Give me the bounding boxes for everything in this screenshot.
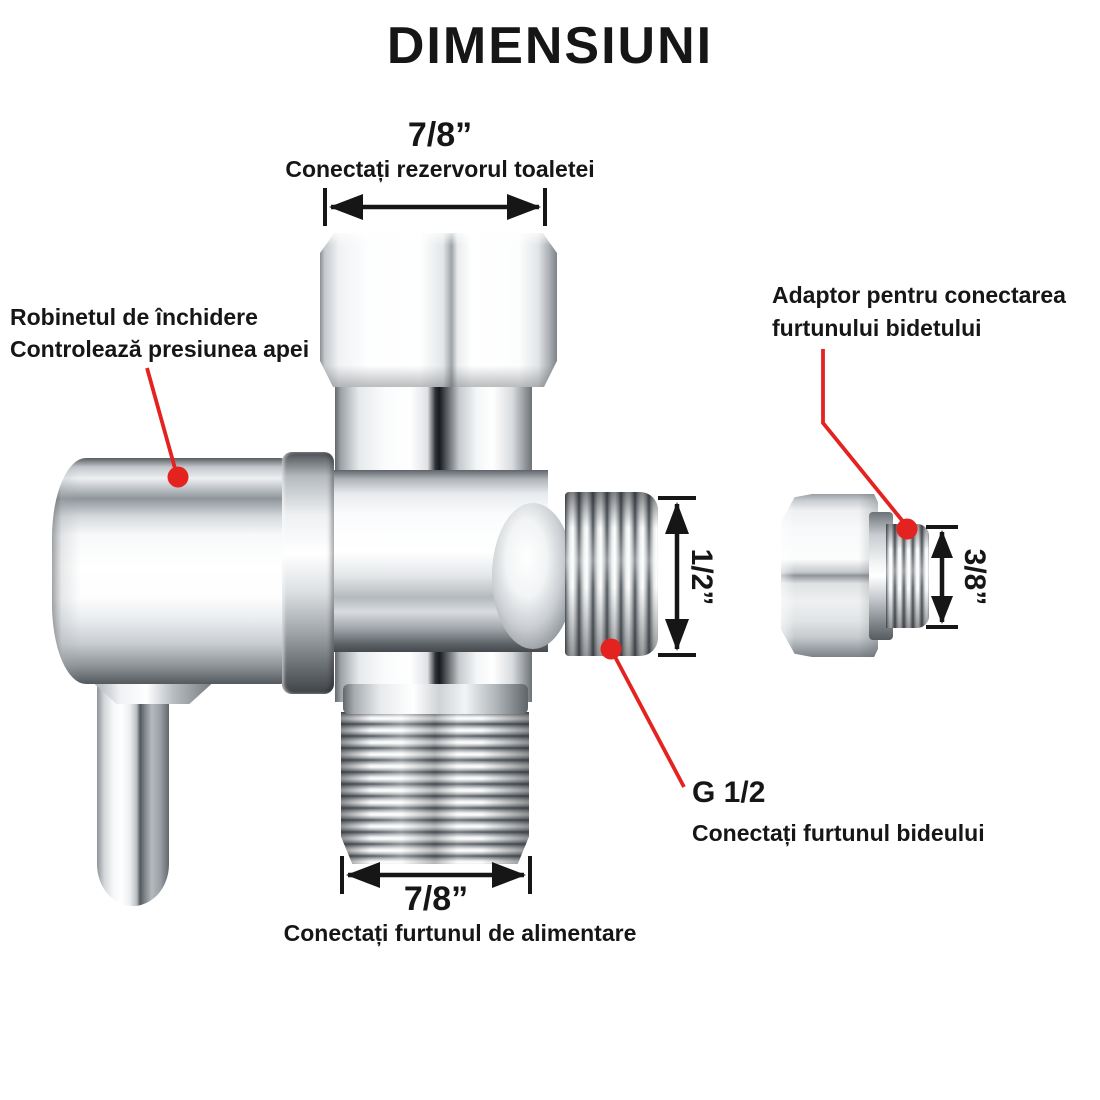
adapter-threads (886, 524, 929, 628)
outlet-leader-line (600, 638, 686, 788)
supply-hose-dimension-value: 7/8” (403, 880, 469, 918)
handle-collar (282, 452, 334, 694)
adapter-label-line2: furtunului bidetului (772, 315, 982, 341)
supply-port-collar (343, 684, 528, 714)
page-title: DIMENSIUNI (386, 17, 714, 75)
valve-top-hex-nut (320, 233, 557, 387)
adapter-hex-body (781, 494, 878, 657)
supply-port-threads (341, 712, 529, 864)
outlet-thread-size: G 1/2 (692, 776, 766, 809)
valve-outlet-shoulder (492, 503, 574, 649)
adapter-label: Adaptor pentru conectarea furtunului bid… (772, 279, 1066, 345)
outlet-dimension-value: 1/2” (685, 548, 718, 606)
toilet-tank-dimension-arrow (323, 188, 547, 226)
shutoff-handle-knob (52, 458, 290, 684)
bidet-outlet-threads (565, 492, 658, 656)
adapter-label-line1: Adaptor pentru conectarea (772, 282, 1066, 308)
adapter-dimension-value: 3/8” (958, 548, 991, 606)
toilet-tank-dimension-caption: Conectați rezervorul toaletei (285, 156, 595, 182)
outlet-thread-caption: Conectați furtunul bideului (692, 820, 985, 846)
shutoff-valve-label-line1: Robinetul de închidere (10, 304, 258, 330)
shutoff-valve-label: Robinetul de închidere Controlează presi… (10, 301, 309, 365)
toilet-tank-dimension-value: 7/8” (407, 116, 473, 154)
shutoff-valve-label-line2: Controlează presiunea apei (10, 336, 310, 362)
outlet-thread-label: G 1/2 Conectați furtunul bideului (692, 776, 985, 847)
supply-hose-dimension-caption: Conectați furtunul de alimentare (283, 920, 637, 946)
adapter-dimension-arrow (926, 525, 958, 629)
